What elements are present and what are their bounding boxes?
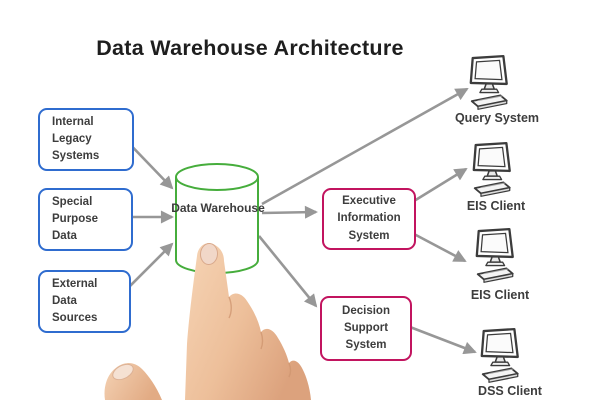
source-line: Special <box>52 195 93 208</box>
client-label-eis-client-bottom: EIS Client <box>470 288 530 302</box>
finger-crease <box>288 362 292 378</box>
source-line: Data <box>52 230 77 242</box>
warehouse-line: Warehouse <box>200 201 265 215</box>
arrow-warehouse-to-query-system <box>261 87 469 206</box>
arrow-eis-to-client-bottom <box>413 232 467 263</box>
thumb-nail <box>112 363 134 381</box>
source-line: Sources <box>52 312 98 324</box>
source-line: Legacy <box>52 132 92 145</box>
client-label-query-system: Query System <box>454 111 540 125</box>
source-line: Systems <box>52 150 100 162</box>
source-line: Purpose <box>52 212 99 225</box>
system-line: Executive <box>342 195 396 208</box>
arrow-warehouse-to-eis <box>261 205 318 219</box>
diagram-title: Data Warehouse Architecture <box>96 36 404 60</box>
source-box-internal-legacy-systems: Internal Legacy Systems <box>38 108 134 171</box>
system-line: System <box>345 339 387 351</box>
client-label-eis-client-top: EIS Client <box>466 199 526 213</box>
system-line: Information <box>337 212 401 225</box>
arrow-warehouse-to-dss <box>257 235 318 308</box>
computer-icon <box>472 227 518 283</box>
system-box-decision-support-system: Decision Support System <box>320 296 412 361</box>
arrow-dss-to-client <box>409 325 477 355</box>
finger-crease <box>228 296 232 319</box>
source-line: Internal <box>52 115 94 128</box>
source-box-special-purpose-data: Special Purpose Data <box>38 188 133 251</box>
finger-crease <box>260 331 264 350</box>
warehouse-label: Data Warehouse <box>170 201 266 216</box>
index-fingernail <box>199 243 219 265</box>
client-label-dss-client: DSS Client <box>478 384 542 398</box>
hand-and-index-finger-shape <box>185 243 311 400</box>
pointing-hand-image <box>104 243 311 400</box>
system-box-executive-information-system: Executive Information System <box>322 188 416 250</box>
source-line: External <box>52 277 98 290</box>
database-cylinder-icon <box>175 163 259 274</box>
computer-icon <box>477 327 523 383</box>
source-box-external-data-sources: External Data Sources <box>38 270 131 333</box>
arrow-eis-to-client-top <box>413 167 468 203</box>
warehouse-line: Data <box>171 201 198 215</box>
computer-icon <box>466 54 512 110</box>
computer-icon <box>469 141 515 197</box>
system-line: Decision <box>342 304 390 317</box>
system-line: System <box>348 229 390 242</box>
system-line: Support <box>343 321 389 334</box>
source-line: Data <box>52 294 77 307</box>
